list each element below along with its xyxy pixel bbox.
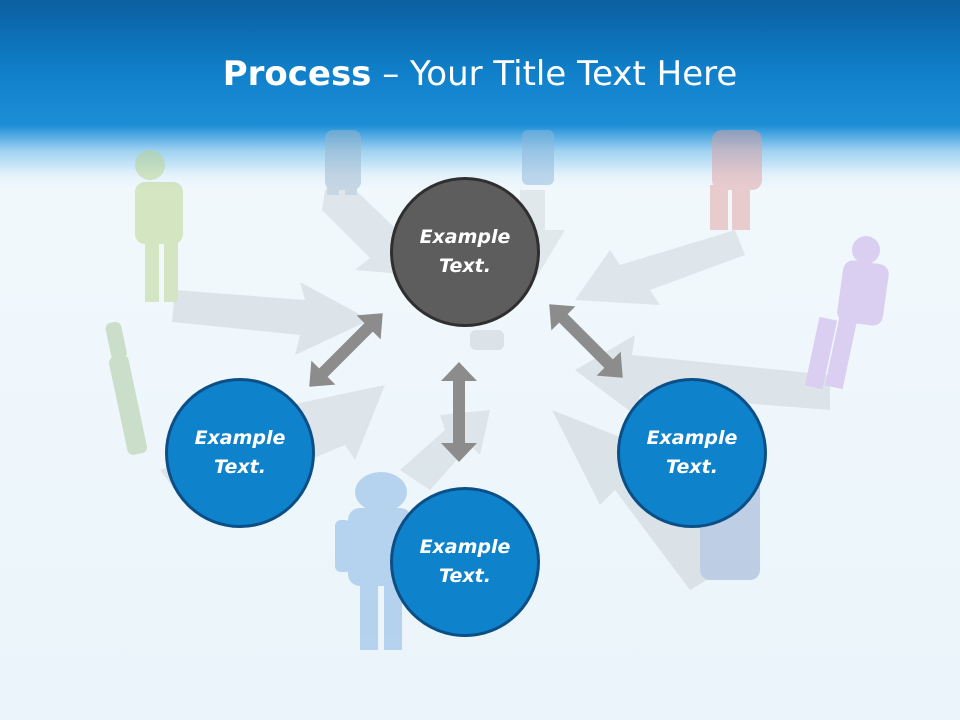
node-left-text: Example Text. [194, 427, 286, 478]
bg-figure-purple [804, 236, 889, 390]
node-right: Example Text. [617, 378, 767, 528]
bg-arrow-left-upper [172, 282, 370, 355]
bg-figure-steel [325, 130, 361, 195]
slide-title: Process – Your Title Text Here [0, 52, 960, 96]
node-center-text: Example Text. [419, 226, 511, 277]
title-rest: – Your Title Text Here [371, 54, 738, 94]
bg-arrow-bottom [400, 410, 490, 490]
bg-figure-olive [105, 321, 148, 455]
node-left: Example Text. [165, 378, 315, 528]
bg-bulb-base [470, 330, 504, 350]
bg-figure-green [135, 150, 183, 302]
bg-figure-blue-top [522, 130, 554, 185]
connector-arrow-right [549, 304, 623, 378]
node-bottom-text: Example Text. [419, 536, 511, 587]
node-right-text: Example Text. [646, 427, 738, 478]
node-center: Example Text. [390, 177, 540, 327]
bg-arrow-top-right [575, 230, 745, 305]
node-bottom: Example Text. [390, 487, 540, 637]
bg-arrow-right-mid [575, 335, 830, 415]
bg-figure-red [710, 130, 762, 230]
connector-arrow-left [309, 313, 383, 387]
title-bold: Process [222, 54, 372, 94]
connector-arrow-bottom [441, 362, 477, 462]
